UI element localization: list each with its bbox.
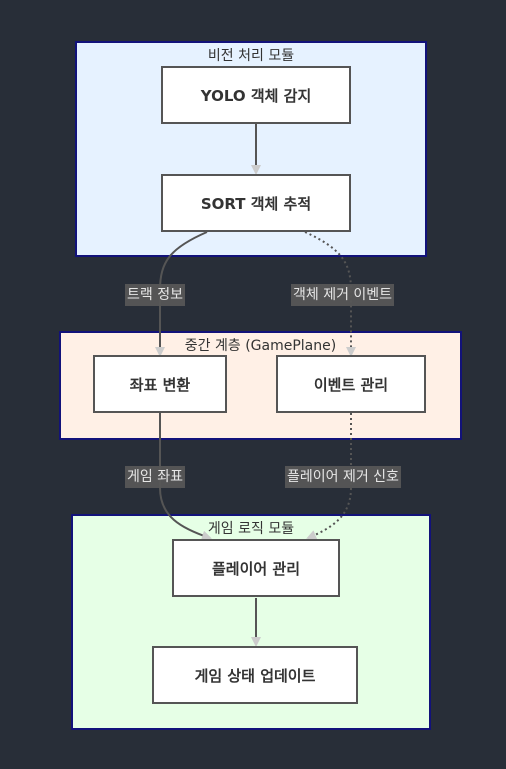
- edge-label-player-remove-signal: 플레이어 제거 신호: [285, 466, 401, 488]
- logic-cluster-title: 게임 로직 모듈: [207, 521, 295, 537]
- edge-label-game-coord: 게임 좌표: [125, 466, 185, 488]
- edge-label-track-info: 트랙 정보: [125, 284, 185, 306]
- node-player-management: 플레이어 관리: [172, 539, 340, 597]
- node-coordinate-transform: 좌표 변환: [93, 355, 227, 413]
- node-event-management: 이벤트 관리: [276, 355, 426, 413]
- edge-coord-to-player: [159, 413, 212, 541]
- middle-cluster-title: 중간 계층 (GamePlane): [184, 338, 337, 354]
- edge-event-to-player: [306, 413, 352, 540]
- edge-label-object-remove-event: 객체 제거 이벤트: [291, 284, 395, 306]
- vision-cluster-title: 비전 처리 모듈: [207, 48, 295, 64]
- node-game-state-update: 게임 상태 업데이트: [152, 646, 358, 704]
- node-sort-tracking: SORT 객체 추적: [161, 174, 351, 232]
- node-yolo-detection: YOLO 객체 감지: [161, 66, 351, 124]
